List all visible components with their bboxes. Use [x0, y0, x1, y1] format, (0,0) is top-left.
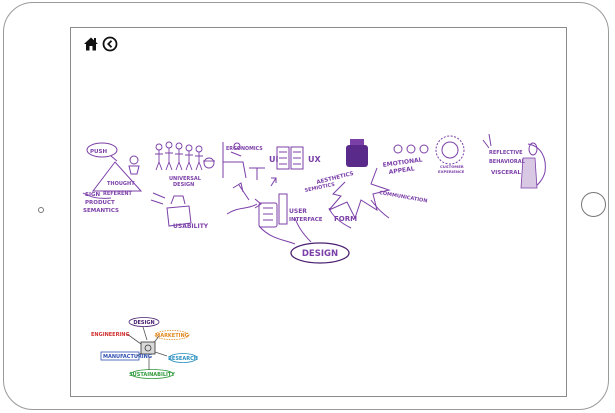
home-icon[interactable] — [83, 36, 99, 52]
screen: PUSH THOUGHT SIGN REFERENT PRODUCT SEMAN… — [70, 27, 567, 397]
label-ergonomics: ERGONOMICS — [226, 146, 263, 152]
label-sign: SIGN — [85, 192, 101, 198]
label-experience: EXPERIENCE — [438, 169, 465, 174]
toaster-icon — [346, 145, 368, 167]
label-ui: UI — [269, 155, 278, 164]
label-product: PRODUCT — [85, 200, 115, 206]
label-customer: CUSTOMER — [440, 164, 464, 169]
label-universal-design: DESIGN — [173, 182, 194, 188]
label-behavioral: BEHAVIORAL — [489, 159, 526, 165]
label-design-main: DESIGN — [302, 249, 338, 259]
label-semantics: SEMANTICS — [83, 208, 119, 214]
design-concept-sketch: PUSH THOUGHT SIGN REFERENT PRODUCT SEMAN… — [82, 133, 546, 264]
mini-label-marketing: MARKETING — [155, 333, 189, 339]
label-push: PUSH — [90, 149, 107, 155]
mini-label-engineering: ENGINEERING — [91, 332, 130, 338]
label-universal: UNIVERSAL — [169, 176, 202, 182]
nav-bar — [83, 36, 118, 52]
label-appeal: APPEAL — [388, 165, 415, 176]
tablet-home-button[interactable] — [581, 192, 606, 217]
label-visceral: VISCERAL — [491, 170, 522, 176]
mini-label-manufacturing: MANUFACTURING — [103, 354, 152, 360]
mini-map[interactable]: DESIGN ENGINEERING MARKETING MANUFACTURI… — [71, 28, 567, 397]
label-usability: USABILITY — [173, 223, 209, 230]
label-user: USER — [289, 208, 307, 215]
back-circle-icon[interactable] — [102, 36, 118, 52]
label-referent: REFERENT — [103, 191, 133, 197]
person-silhouette — [520, 157, 538, 189]
label-reflective: REFLECTIVE — [489, 150, 523, 156]
camera-dot — [38, 207, 44, 213]
toaster-top — [350, 139, 364, 145]
label-interface: INTERFACE — [289, 217, 323, 223]
tablet-frame: PUSH THOUGHT SIGN REFERENT PRODUCT SEMAN… — [3, 2, 609, 410]
mini-label-sustainability: SUSTAINABILITY — [129, 372, 175, 378]
mini-label-research: RESEARCH — [168, 356, 198, 362]
mini-label-design: DESIGN — [133, 320, 154, 326]
label-form: FORM — [334, 215, 357, 223]
label-thought: THOUGHT — [107, 181, 135, 187]
label-ux: UX — [308, 155, 321, 164]
